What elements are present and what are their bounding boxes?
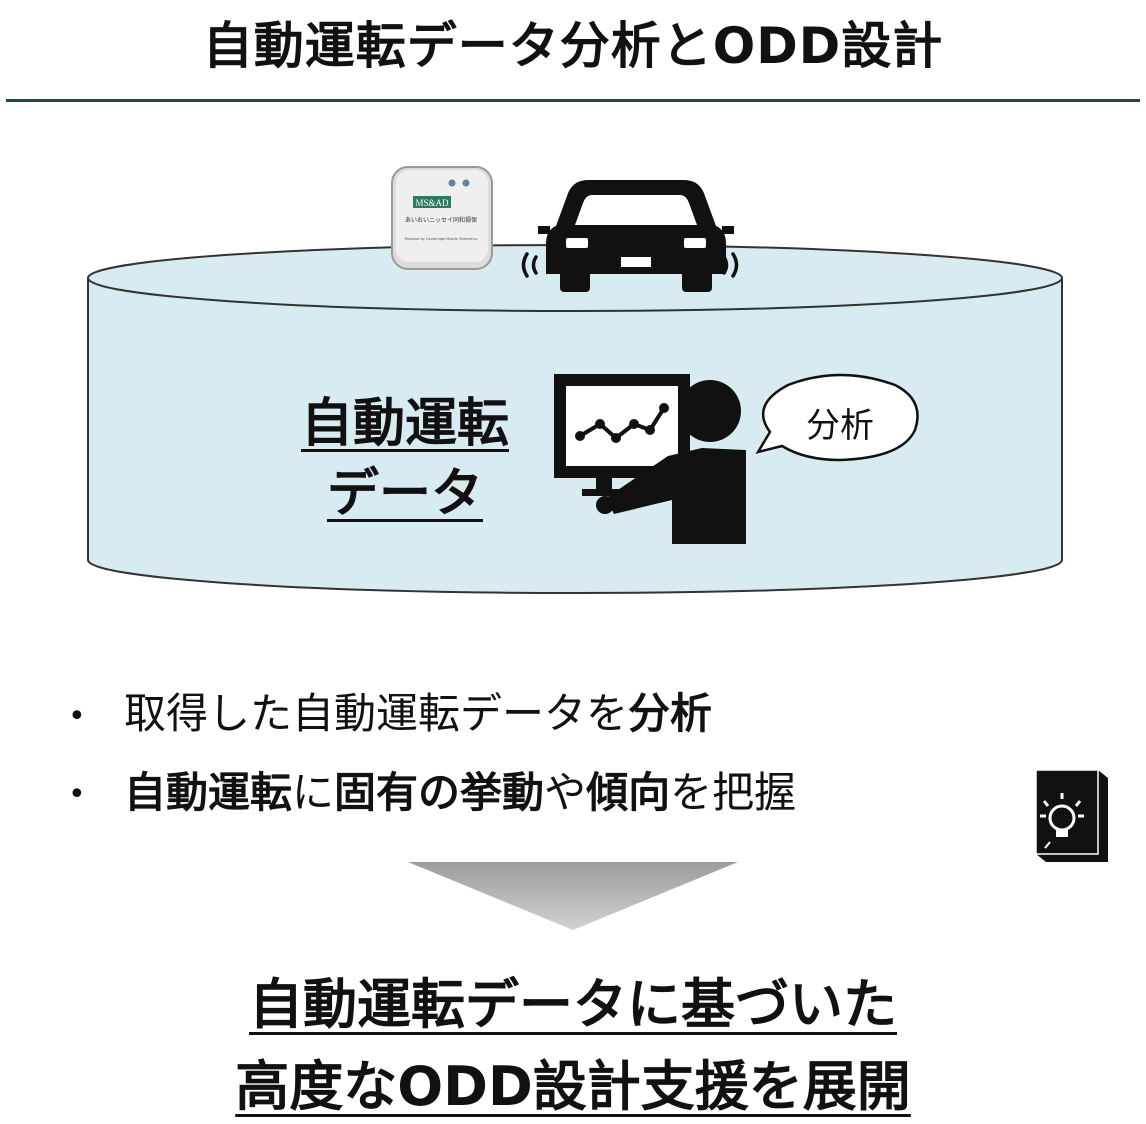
bullet-list: •取得した自動運転データを分析 •自動運転に固有の挙動や傾向を把握 <box>60 676 796 833</box>
speech-bubble-icon <box>755 373 919 462</box>
list-item: •取得した自動運転データを分析 <box>68 689 713 738</box>
page-title: 自動運転データ分析とODD設計 <box>202 17 944 75</box>
car-icon <box>538 180 734 292</box>
conclusion-line1: 自動運転データに基づいた <box>249 973 897 1036</box>
analyst-presenting-icon <box>554 374 746 544</box>
device-line1: あいおいニッセイ同和損保 <box>405 216 477 224</box>
cylinder-label-line2: データ <box>326 464 483 524</box>
speech-bubble-text: 分析 <box>806 406 874 446</box>
title-divider <box>6 99 1140 102</box>
device-line2: Powered by Cambridge Mobile Telematics <box>405 237 478 241</box>
conclusion-line2: 高度なODD設計支援を展開 <box>235 1055 911 1118</box>
device-brand: MS&AD <box>415 198 449 208</box>
list-item: •自動運転に固有の挙動や傾向を把握 <box>68 767 797 817</box>
sound-waves-icon <box>521 252 739 278</box>
down-arrow-icon <box>408 862 738 930</box>
lightbulb-book-icon <box>1035 769 1108 862</box>
telematics-device-icon: MS&AD あいおいニッセイ同和損保 Powered by Cambridge … <box>391 166 493 270</box>
cylinder-label-line1: 自動運転 <box>300 394 509 454</box>
